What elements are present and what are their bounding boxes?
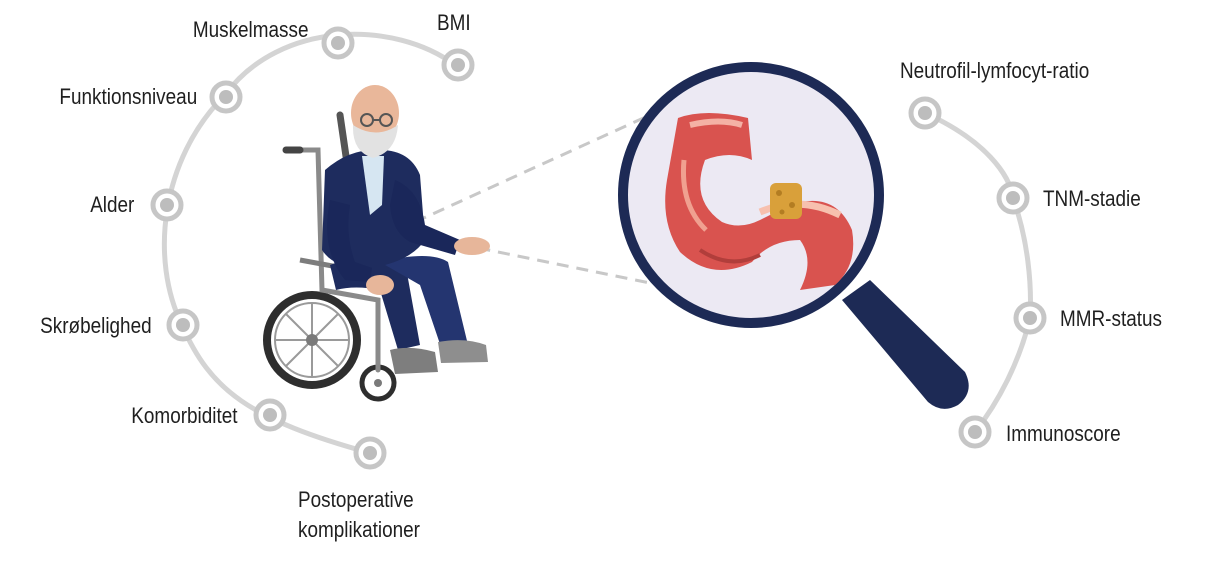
- node-bmi: [444, 51, 472, 79]
- node-muskelmasse: [324, 29, 352, 57]
- label-bmi: BMI: [437, 10, 471, 36]
- label-alder: Alder: [90, 192, 134, 218]
- node-tnm: [999, 184, 1027, 212]
- label-nlr: Neutrofil-lymfocyt-ratio: [900, 58, 1089, 84]
- node-komorbiditet: [256, 401, 284, 429]
- node-alder: [153, 191, 181, 219]
- node-funktionsniveau: [212, 83, 240, 111]
- label-mmr: MMR-status: [1060, 306, 1162, 332]
- label-tnm: TNM-stadie: [1043, 186, 1141, 212]
- node-skrobelighed: [169, 311, 197, 339]
- label-postoperative: Postoperative komplikationer: [298, 485, 470, 545]
- label-muskelmasse: Muskelmasse: [192, 17, 308, 43]
- label-funktionsniveau: Funktionsniveau: [59, 84, 197, 110]
- label-skrobelighed: Skrøbelighed: [41, 313, 152, 339]
- node-immunoscore: [961, 418, 989, 446]
- node-mmr: [1016, 304, 1044, 332]
- node-nlr: [911, 99, 939, 127]
- node-postoperative: [356, 439, 384, 467]
- label-komorbiditet: Komorbiditet: [132, 403, 238, 429]
- zoom-line-upper: [415, 115, 650, 222]
- label-postoperative-line2: komplikationer: [298, 515, 470, 545]
- label-postoperative-line1: Postoperative: [298, 485, 470, 515]
- label-immunoscore: Immunoscore: [1006, 421, 1121, 447]
- elderly-man-in-wheelchair-icon: [267, 85, 490, 399]
